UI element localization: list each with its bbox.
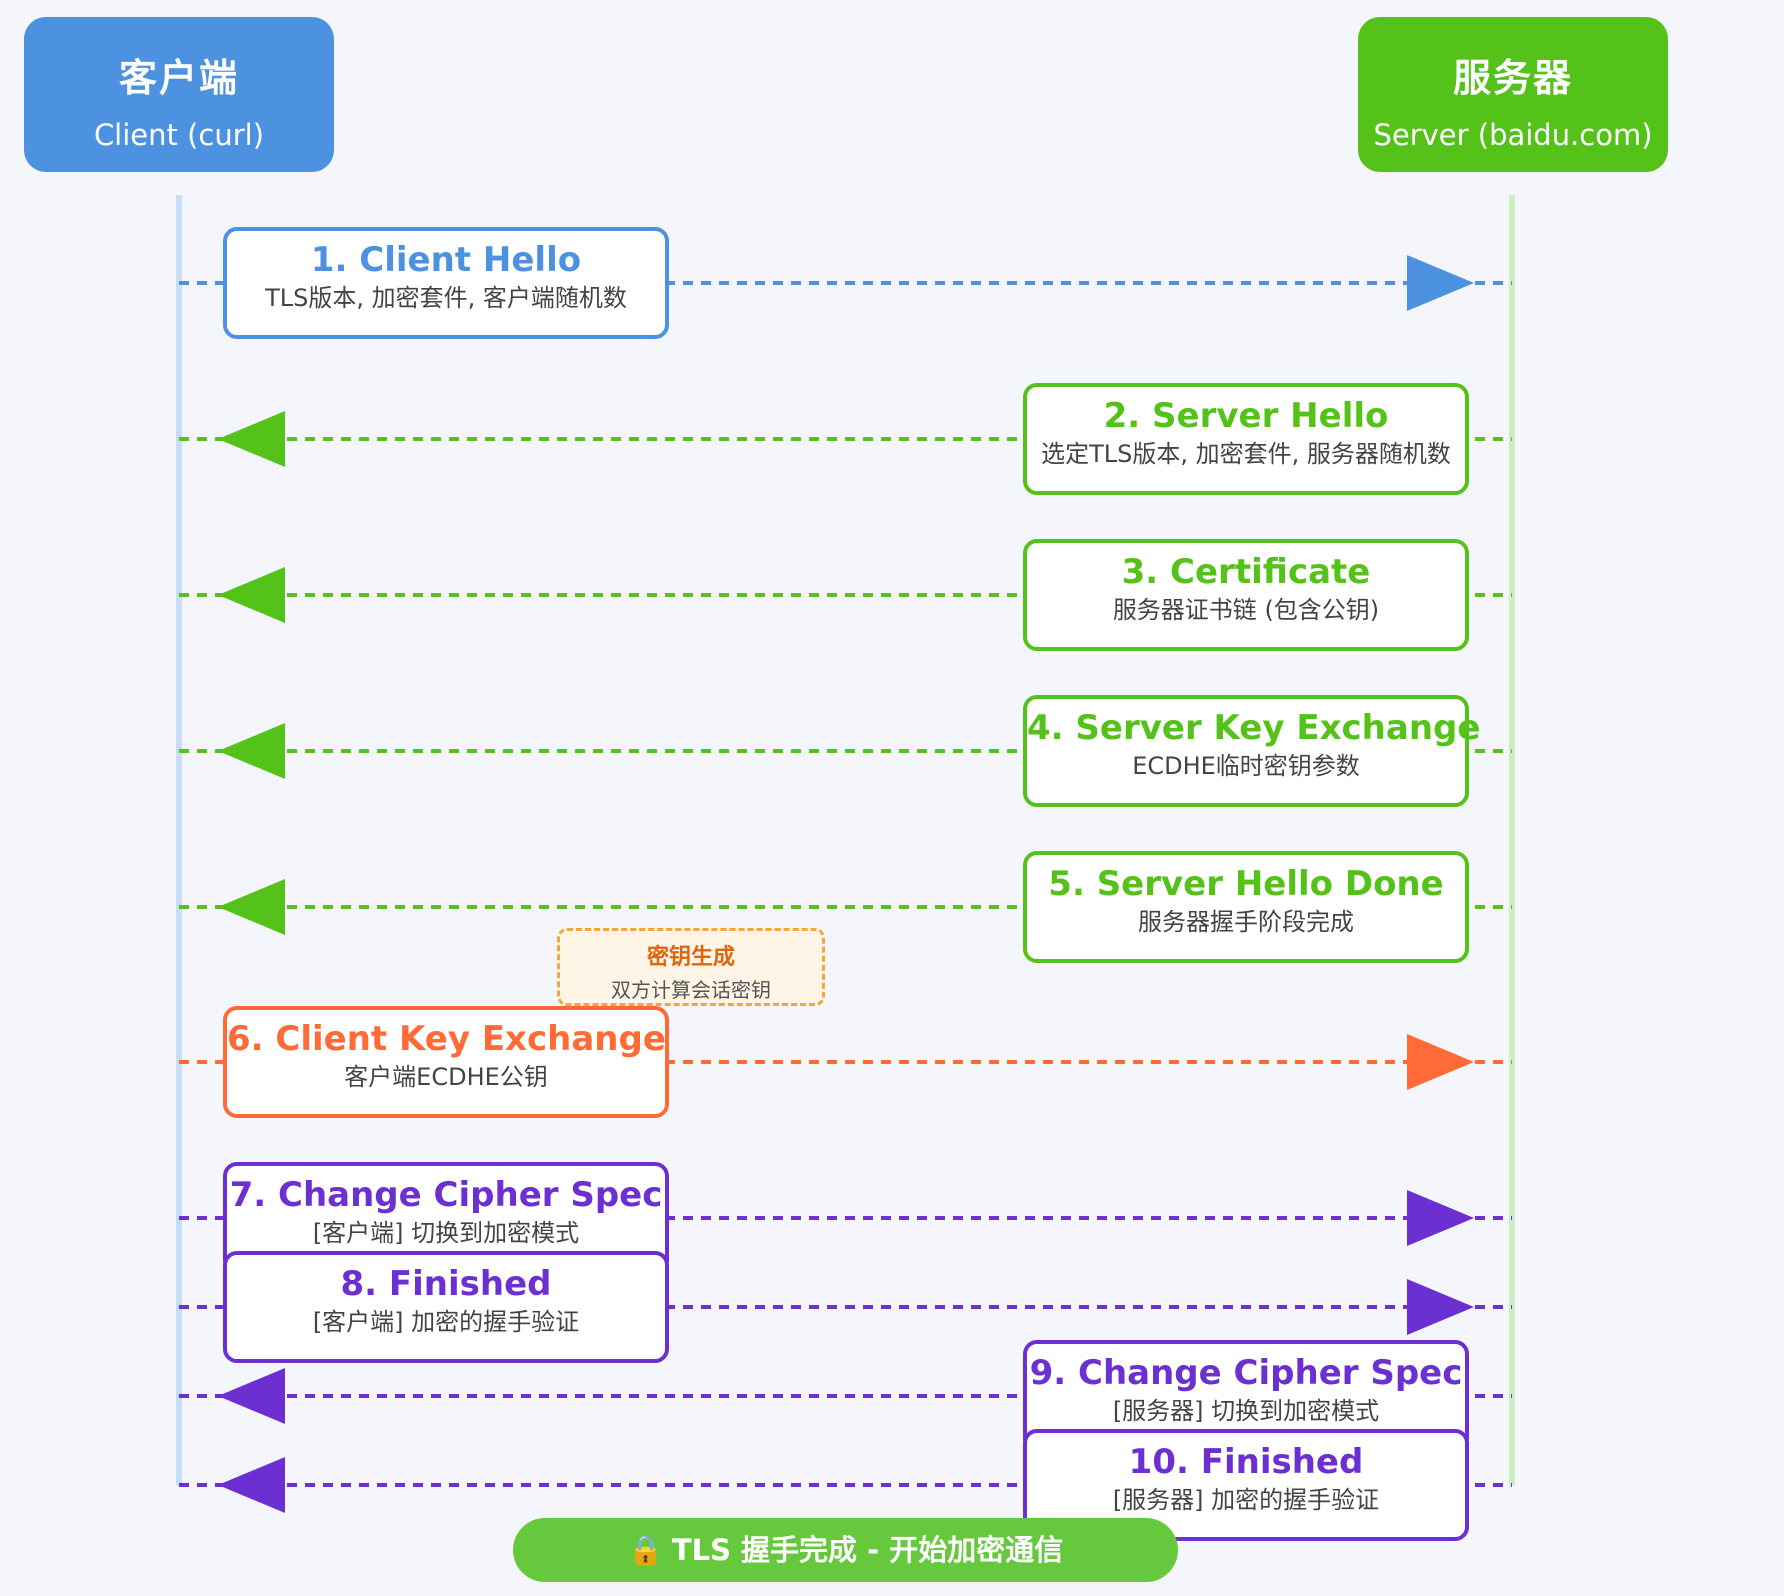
arrowhead-icon xyxy=(218,1457,285,1513)
message-box: 3. Certificate 服务器证书链 (包含公钥) xyxy=(1023,539,1469,651)
message-description: TLS版本, 加密套件, 客户端随机数 xyxy=(265,284,627,312)
arrowhead-icon xyxy=(1407,1190,1474,1246)
message-box: 6. Client Key Exchange 客户端ECDHE公钥 xyxy=(223,1006,669,1118)
message-description: [服务器] 切换到加密模式 xyxy=(1112,1397,1380,1425)
server-subtitle: Server (baidu.com) xyxy=(1373,118,1653,152)
message-description: [客户端] 切换到加密模式 xyxy=(312,1219,580,1247)
arrowhead-icon xyxy=(1407,1034,1474,1090)
lock-icon: 🔒 xyxy=(627,1533,664,1567)
banner-text: TLS 握手完成 - 开始加密通信 xyxy=(671,1533,1064,1567)
note-title: 密钥生成 xyxy=(646,945,735,970)
message-description: [服务器] 加密的握手验证 xyxy=(1112,1486,1380,1514)
message-box: 2. Server Hello 选定TLS版本, 加密套件, 服务器随机数 xyxy=(1023,383,1469,495)
arrowhead-icon xyxy=(218,567,285,623)
client-header: 客户端 Client (curl) xyxy=(24,17,334,172)
handshake-complete-banner: 🔒TLS 握手完成 - 开始加密通信 xyxy=(513,1518,1178,1582)
message-description: 服务器证书链 (包含公钥) xyxy=(1112,596,1380,624)
message-title: 7. Change Cipher Spec xyxy=(229,1175,663,1215)
client-title: 客户端 xyxy=(118,56,239,100)
server-title: 服务器 xyxy=(1452,56,1573,100)
arrowhead-icon xyxy=(218,411,285,467)
server-header: 服务器 Server (baidu.com) xyxy=(1358,17,1668,172)
message-box: 5. Server Hello Done 服务器握手阶段完成 xyxy=(1023,851,1469,963)
arrowhead-icon xyxy=(218,879,285,935)
client-subtitle: Client (curl) xyxy=(93,118,265,152)
message-title: 3. Certificate xyxy=(1121,552,1371,592)
message-title: 5. Server Hello Done xyxy=(1048,864,1444,904)
message-title: 4. Server Key Exchange xyxy=(1027,708,1481,748)
arrowhead-icon xyxy=(1407,1279,1474,1335)
message-description: ECDHE临时密钥参数 xyxy=(1132,752,1360,780)
message-box: 8. Finished [客户端] 加密的握手验证 xyxy=(223,1251,669,1363)
message-title: 6. Client Key Exchange xyxy=(227,1019,666,1059)
message-title: 8. Finished xyxy=(340,1264,552,1304)
message-description: [客户端] 加密的握手验证 xyxy=(312,1308,580,1336)
message-title: 1. Client Hello xyxy=(310,240,582,280)
server-lifeline xyxy=(1509,195,1515,1485)
message-title: 9. Change Cipher Spec xyxy=(1029,1353,1463,1393)
arrowhead-icon xyxy=(218,723,285,779)
arrowhead-icon xyxy=(1407,255,1474,311)
client-lifeline xyxy=(176,195,182,1485)
note-description: 双方计算会话密钥 xyxy=(611,978,771,1002)
arrowhead-icon xyxy=(218,1368,285,1424)
message-description: 客户端ECDHE公钥 xyxy=(344,1063,548,1091)
message-title: 2. Server Hello xyxy=(1103,396,1389,436)
key-generation-note: 密钥生成 双方计算会话密钥 xyxy=(557,928,825,1006)
message-title: 10. Finished xyxy=(1128,1442,1364,1482)
message-description: 服务器握手阶段完成 xyxy=(1138,908,1354,936)
message-description: 选定TLS版本, 加密套件, 服务器随机数 xyxy=(1041,440,1451,468)
